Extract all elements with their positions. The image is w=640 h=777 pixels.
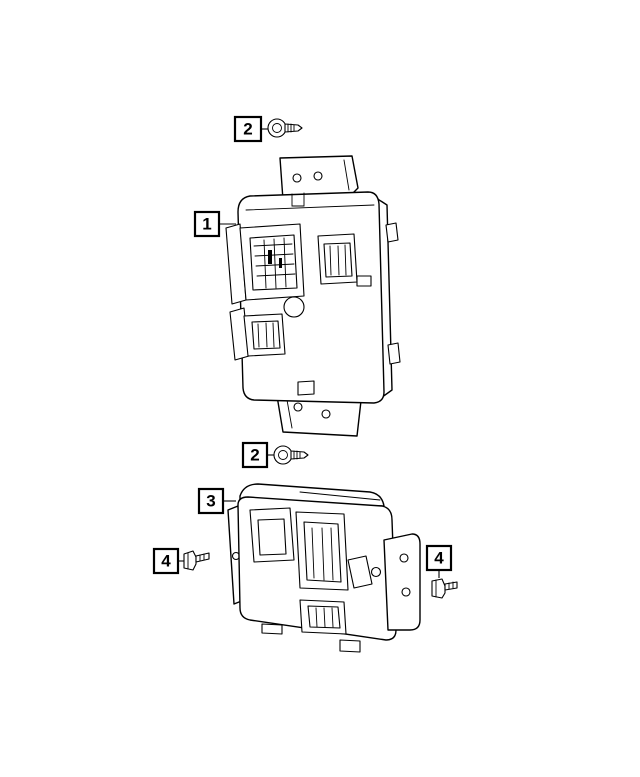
callout-4-right-label: 4 <box>434 549 444 568</box>
callout-2-middle[interactable]: 2 <box>241 441 269 469</box>
control-module-upper <box>225 155 401 437</box>
callout-4-left-label: 4 <box>161 552 171 571</box>
callout-4-right[interactable]: 4 <box>425 544 453 572</box>
callout-2-middle-label: 2 <box>250 446 259 465</box>
callout-4-left[interactable]: 4 <box>152 547 180 575</box>
callout-1[interactable]: 1 <box>193 210 221 238</box>
bolt-icon <box>431 578 458 599</box>
callout-3-label: 3 <box>206 492 215 511</box>
control-module-lower <box>227 483 421 653</box>
screw-icon <box>273 445 309 465</box>
callout-3[interactable]: 3 <box>197 487 225 515</box>
callout-2-top[interactable]: 2 <box>233 115 263 143</box>
callout-2-top-label: 2 <box>243 120 252 139</box>
screw-icon <box>267 118 303 138</box>
bolt-icon <box>183 550 210 571</box>
callout-1-label: 1 <box>202 215 211 234</box>
